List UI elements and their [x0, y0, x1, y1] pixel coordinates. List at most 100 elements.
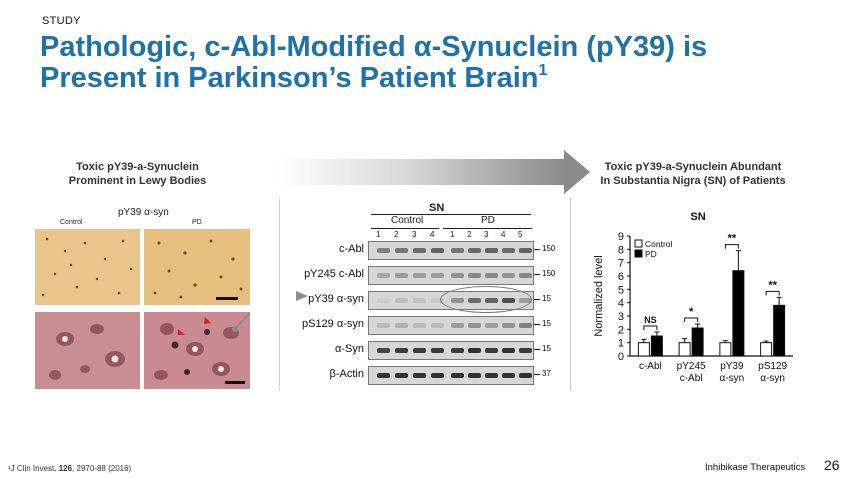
micrograph-panel [35, 229, 250, 389]
blot-group-control: Control [391, 215, 424, 226]
flow-arrow-head [564, 150, 590, 194]
blot-title-rule [371, 214, 531, 215]
blot-band [485, 373, 498, 378]
bar-control [760, 342, 773, 357]
divider-left [279, 198, 280, 390]
blot-band [502, 248, 515, 253]
left-caption-line-2: Prominent in Lewy Bodies [68, 175, 207, 187]
blot-band [502, 373, 515, 378]
blot-band [519, 273, 532, 278]
blot-band [431, 348, 444, 353]
category-label: pY245 [677, 361, 706, 372]
kd-marker: 15 [542, 294, 551, 303]
blot-band [431, 248, 444, 253]
significance-label: * [689, 306, 694, 318]
bar-control [678, 342, 691, 357]
significance-bracket [724, 244, 739, 249]
blot-control-rule [371, 228, 439, 229]
blot-band [485, 248, 498, 253]
callout-dot [232, 326, 238, 332]
blot-row-label: pS129 α-syn [301, 318, 364, 330]
lane-control-1: 1 [376, 230, 381, 239]
blot-band [395, 273, 408, 278]
y-tick-label: 7 [618, 258, 624, 270]
category-label-line-2: α-syn [720, 373, 745, 384]
lane-pd-4: 4 [501, 230, 506, 239]
kd-marker: 15 [542, 344, 551, 353]
kd-tick [534, 274, 540, 275]
y-tick-label: 3 [618, 311, 624, 323]
title-line-1: Pathologic, c-Abl-Modified α-Synuclein (… [40, 31, 708, 63]
kd-marker: 150 [542, 269, 556, 278]
blot-band [377, 323, 390, 328]
lane-control-4: 4 [430, 230, 435, 239]
legend-swatch-pd [634, 249, 643, 258]
divider-right [570, 198, 571, 390]
kd-tick [534, 299, 540, 300]
blot-band [395, 323, 408, 328]
lane-pd-2: 2 [467, 230, 472, 239]
kd-marker: 150 [542, 244, 556, 253]
blot-band [377, 373, 390, 378]
blot-band [377, 348, 390, 353]
blot-band [451, 373, 464, 378]
blot-strip [368, 366, 534, 385]
title-line-2: Present in Parkinson’s Patient Brain [40, 62, 539, 94]
bar-pd [732, 270, 745, 357]
blot-band [485, 273, 498, 278]
blot-band [519, 373, 532, 378]
micrograph-control-stain [35, 229, 140, 305]
blot-band [485, 323, 498, 328]
blot-band [413, 298, 426, 303]
significance-label: ** [768, 279, 777, 291]
footnote-volume: 126 [58, 464, 73, 473]
blot-title: SN [429, 202, 445, 214]
blot-band [431, 273, 444, 278]
blot-row-label: pY39 α-syn [308, 293, 364, 305]
category-label-line-2: c-Abl [680, 373, 703, 384]
blot-band [468, 348, 481, 353]
significance-label: NS [644, 315, 657, 325]
blot-row-label: α-Syn [335, 343, 364, 355]
bar-control [719, 342, 732, 357]
blot-band [451, 248, 464, 253]
kd-tick [534, 249, 540, 250]
footnote-pre: ¹J Clin Invest. [8, 464, 59, 473]
lane-pd-5: 5 [518, 230, 523, 239]
significance-label: ** [728, 233, 737, 245]
highlight-oval [440, 286, 532, 313]
kd-marker: 37 [542, 369, 551, 378]
blot-band [468, 248, 481, 253]
y-tick-label: 2 [618, 324, 624, 336]
blot-band [451, 323, 464, 328]
blot-band [395, 248, 408, 253]
callout-connector [234, 312, 250, 330]
significance-bracket [765, 290, 780, 296]
blot-band [468, 273, 481, 278]
scale-bar-bottom [225, 381, 245, 384]
y-tick-label: 5 [618, 284, 624, 296]
scale-bar-top [216, 297, 238, 300]
micrograph-pd-label: PD [192, 219, 202, 226]
kd-tick [534, 324, 540, 325]
blot-band [431, 298, 444, 303]
lane-pd-1: 1 [450, 230, 455, 239]
legend-label-control: Control [645, 239, 673, 249]
blot-pd-rule [443, 228, 532, 229]
blot-row-label: pY245 c-Abl [304, 268, 364, 280]
blot-band [519, 323, 532, 328]
kd-tick [534, 349, 540, 350]
y-tick-label: 1 [618, 338, 624, 350]
blot-band [413, 348, 426, 353]
y-tick-label: 9 [618, 231, 624, 243]
category-label: pY39 [720, 361, 744, 372]
blot-band [451, 348, 464, 353]
lane-pd-3: 3 [484, 230, 489, 239]
right-caption: Toxic pY39-a-Synuclein Abundant In Subst… [588, 160, 798, 188]
footnote-post: , 2970-88 (2016) [72, 464, 132, 473]
significance-bracket [684, 317, 699, 322]
blot-band [502, 348, 515, 353]
lane-control-3: 3 [412, 230, 417, 239]
chart-title: SN [690, 211, 705, 223]
